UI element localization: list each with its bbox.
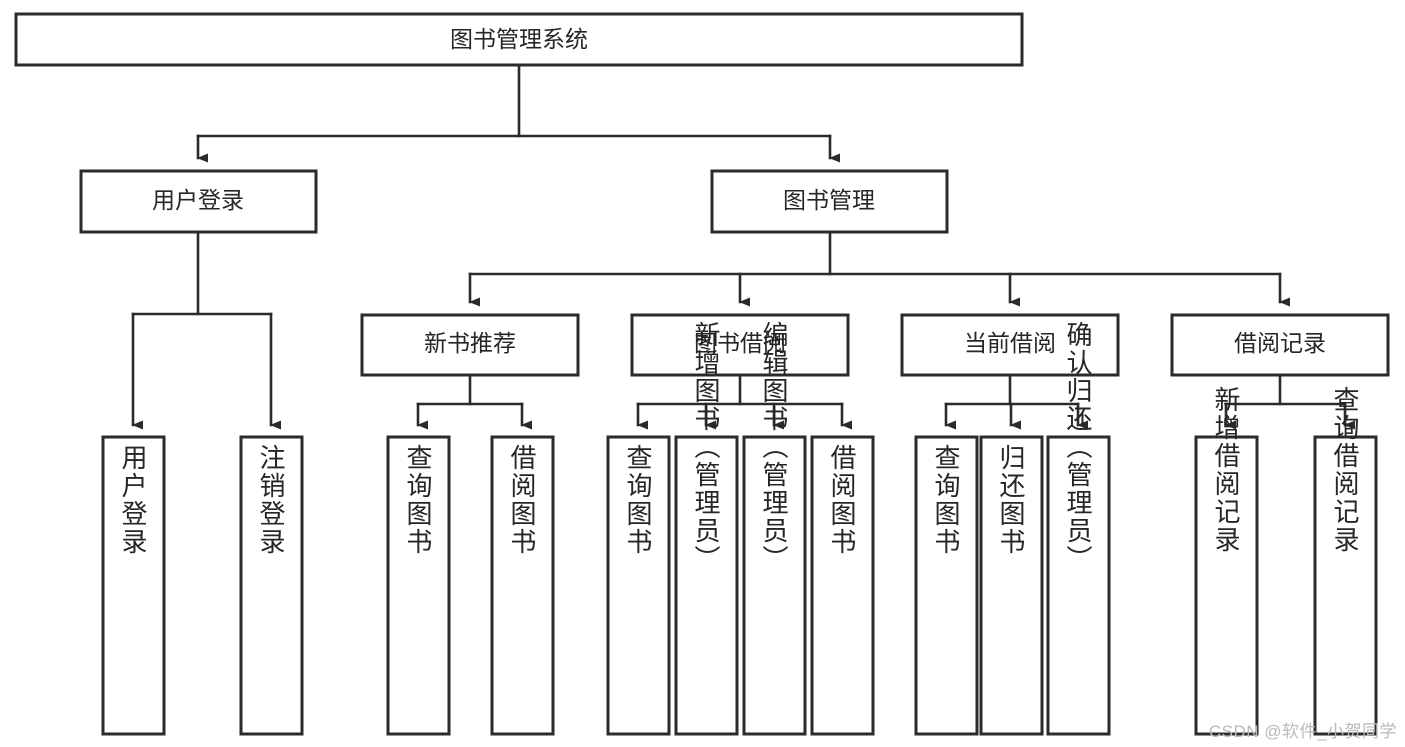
leaf-add-record[interactable]: 新增借阅记录 bbox=[1194, 386, 1259, 736]
leaf-query-book-1-box[interactable] bbox=[386, 435, 451, 736]
node-root[interactable]: 图书管理系统 bbox=[14, 12, 1024, 67]
node-new-book-recommend[interactable]: 新书推荐 bbox=[360, 313, 580, 377]
node-root-box[interactable] bbox=[14, 12, 1024, 67]
node-user-login[interactable]: 用户登录 bbox=[79, 169, 318, 234]
node-book-manage[interactable]: 图书管理 bbox=[710, 169, 949, 234]
leaf-edit-book-label: 编辑图书（管理员） bbox=[759, 321, 789, 573]
node-user-login-box[interactable] bbox=[79, 169, 318, 234]
edge-group-root bbox=[196, 63, 840, 163]
leaf-user-login[interactable]: 用户登录 bbox=[101, 435, 166, 736]
node-current-borrow[interactable]: 当前借阅 bbox=[900, 313, 1120, 377]
leaf-edit-book-box[interactable] bbox=[742, 435, 807, 736]
leaf-query-book-1-label: 查询图书 bbox=[403, 444, 433, 556]
leaf-return-book-label: 归还图书 bbox=[996, 444, 1026, 556]
edge-group-borrow-record bbox=[1224, 373, 1355, 430]
edge-group-current-borrow bbox=[944, 373, 1088, 430]
leaf-query-book-1[interactable]: 查询图书 bbox=[386, 435, 451, 736]
leaf-user-login-box[interactable] bbox=[101, 435, 166, 736]
leaf-logout-login-box[interactable] bbox=[239, 435, 304, 736]
leaf-add-record-box[interactable] bbox=[1194, 435, 1259, 736]
leaf-add-book-label: 新增图书（管理员） bbox=[691, 321, 721, 573]
leaf-logout-login-label: 注销登录 bbox=[256, 444, 286, 556]
node-root-label: 图书管理系统 bbox=[450, 26, 588, 52]
node-borrow-record-box[interactable] bbox=[1170, 313, 1390, 377]
node-borrow-record[interactable]: 借阅记录 bbox=[1170, 313, 1390, 377]
leaf-edit-book[interactable]: 编辑图书（管理员） bbox=[742, 321, 807, 736]
leaf-borrow-book-2-label: 借阅图书 bbox=[827, 444, 857, 556]
node-borrow-record-label: 借阅记录 bbox=[1234, 330, 1326, 356]
leaf-query-book-2-box[interactable] bbox=[606, 435, 671, 736]
leaf-logout-login[interactable]: 注销登录 bbox=[239, 435, 304, 736]
leaf-add-book-box[interactable] bbox=[674, 435, 739, 736]
leaf-borrow-book-1-box[interactable] bbox=[490, 435, 555, 736]
leaf-add-record-label: 新增借阅记录 bbox=[1211, 386, 1241, 554]
leaf-query-book-3[interactable]: 查询图书 bbox=[914, 435, 979, 736]
leaf-add-book[interactable]: 新增图书（管理员） bbox=[674, 321, 739, 736]
edge-group-user-login bbox=[131, 230, 281, 430]
node-current-borrow-label: 当前借阅 bbox=[964, 330, 1056, 356]
node-new-book-recommend-box[interactable] bbox=[360, 313, 580, 377]
leaf-query-record[interactable]: 查询借阅记录 bbox=[1313, 386, 1378, 736]
node-book-borrow-box[interactable] bbox=[630, 313, 850, 377]
leaf-return-book[interactable]: 归还图书 bbox=[979, 435, 1044, 736]
leaf-query-book-3-box[interactable] bbox=[914, 435, 979, 736]
node-new-book-recommend-label: 新书推荐 bbox=[424, 330, 516, 356]
node-current-borrow-box[interactable] bbox=[900, 313, 1120, 377]
leaf-confirm-return[interactable]: 确认归还（管理员） bbox=[1046, 321, 1111, 736]
leaf-query-book-2[interactable]: 查询图书 bbox=[606, 435, 671, 736]
node-book-manage-label: 图书管理 bbox=[783, 187, 875, 213]
leaf-borrow-book-2[interactable]: 借阅图书 bbox=[810, 435, 875, 736]
edge-group-book-borrow bbox=[636, 373, 852, 430]
leaf-confirm-return-box[interactable] bbox=[1046, 435, 1111, 736]
leaf-borrow-book-1-label: 借阅图书 bbox=[507, 444, 537, 556]
node-book-borrow-label: 图书借阅 bbox=[694, 330, 786, 356]
leaf-query-record-label: 查询借阅记录 bbox=[1330, 386, 1360, 554]
leaf-return-book-box[interactable] bbox=[979, 435, 1044, 736]
edge-group-book-manage bbox=[468, 230, 1290, 307]
leaf-query-record-box[interactable] bbox=[1313, 435, 1378, 736]
leaf-borrow-book-1[interactable]: 借阅图书 bbox=[490, 435, 555, 736]
leaf-user-login-label: 用户登录 bbox=[118, 444, 148, 556]
edge-group-new-book-recommend bbox=[416, 373, 532, 430]
leaf-confirm-return-label: 确认归还（管理员） bbox=[1063, 321, 1093, 573]
leaf-query-book-2-label: 查询图书 bbox=[623, 444, 653, 556]
leaf-query-book-3-label: 查询图书 bbox=[931, 444, 961, 556]
leaf-borrow-book-2-box[interactable] bbox=[810, 435, 875, 736]
node-user-login-label: 用户登录 bbox=[152, 187, 244, 213]
node-book-borrow[interactable]: 图书借阅 bbox=[630, 313, 850, 377]
node-book-manage-box[interactable] bbox=[710, 169, 949, 234]
